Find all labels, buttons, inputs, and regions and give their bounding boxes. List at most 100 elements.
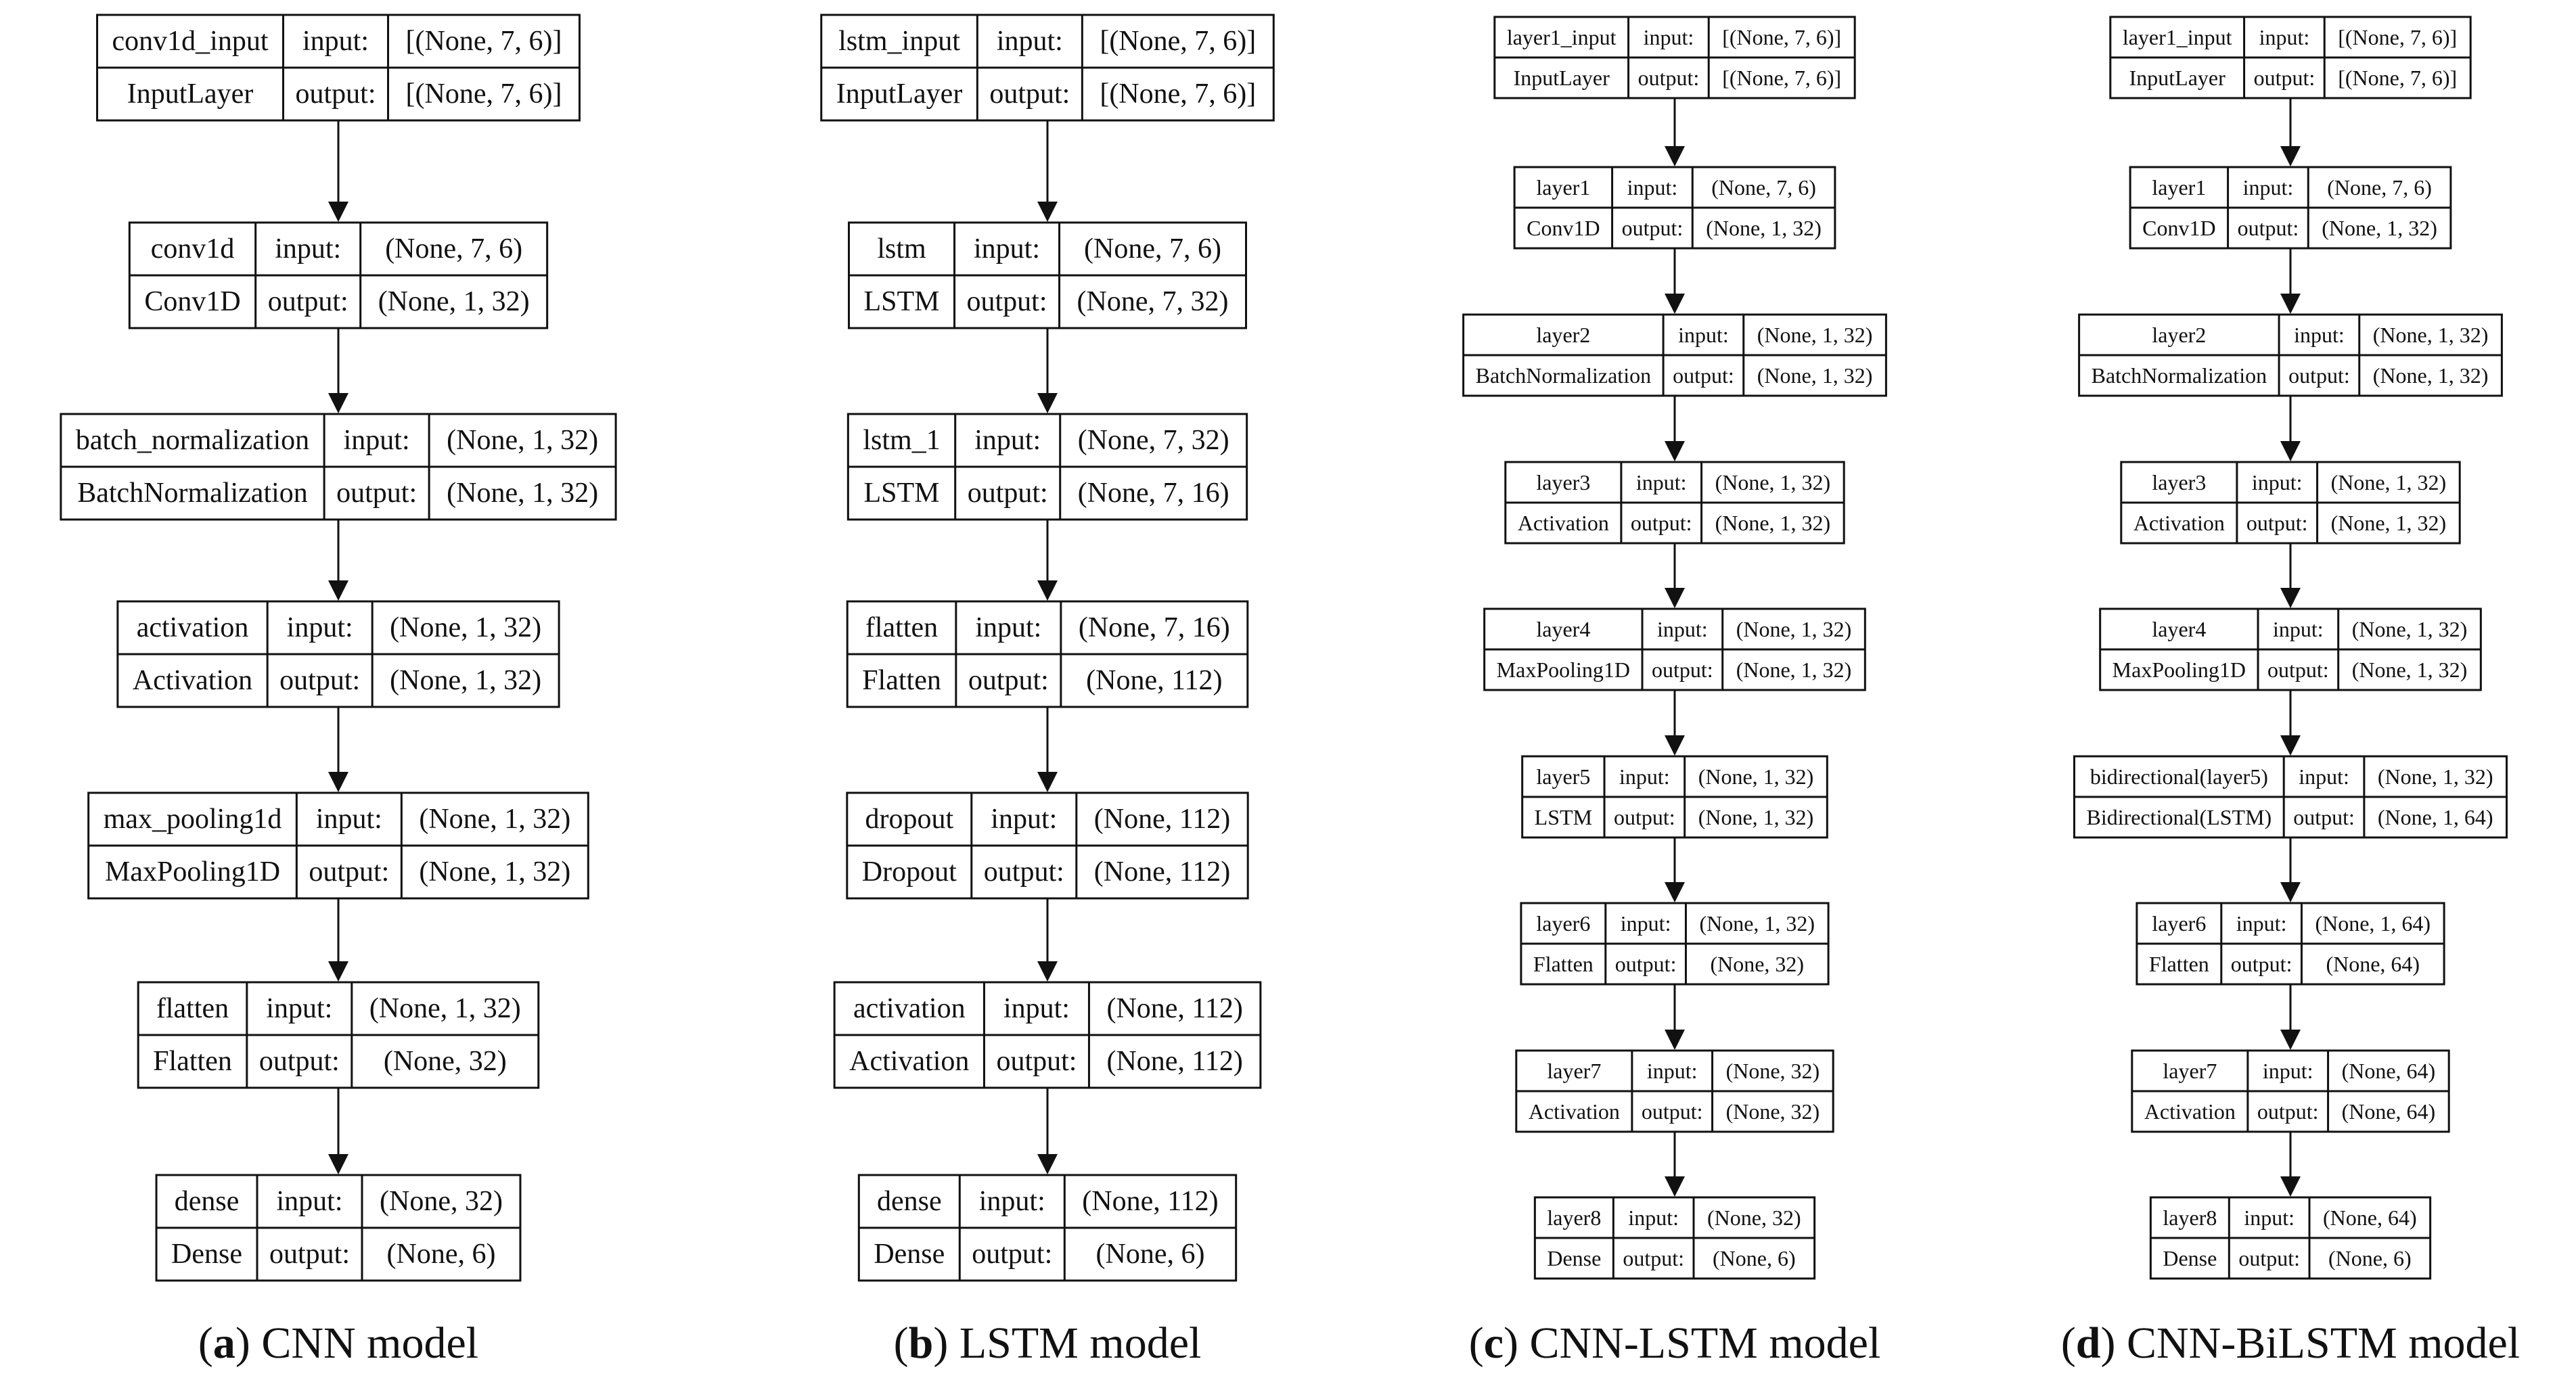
layer-node-conv1d-input: conv1d_inputInputLayerinput:output:[(Non… <box>96 14 581 122</box>
layer-node-lstm-input: lstm_inputInputLayerinput:output:[(None,… <box>820 14 1275 122</box>
output-shape: (None, 64) <box>2326 952 2420 976</box>
input-shape: (None, 32) <box>1707 1205 1801 1230</box>
layer-type: Activation <box>1529 1099 1620 1124</box>
layer-type: MaxPooling1D <box>1497 658 1630 682</box>
output-shape: (None, 1, 32) <box>447 478 598 509</box>
layer-name: layer1 <box>1536 175 1590 200</box>
input-label: input: <box>1628 1205 1679 1230</box>
input-shape: (None, 112) <box>1106 993 1242 1024</box>
caption-letter: d <box>2076 1318 2101 1368</box>
layer-type: BatchNormalization <box>77 478 308 509</box>
output-shape: (None, 1, 32) <box>1736 658 1852 682</box>
layer-node-layer1-input: layer1_inputInputLayerinput:output:[(Non… <box>1493 16 1856 99</box>
layer-type: Activation <box>849 1046 969 1077</box>
output-label: output: <box>2288 363 2350 388</box>
input-label: input: <box>276 1186 342 1217</box>
input-shape: (None, 64) <box>2323 1205 2417 1230</box>
caption-text: CNN-LSTM model <box>1529 1318 1880 1368</box>
output-shape: (None, 1, 32) <box>2322 216 2437 240</box>
output-label: output: <box>984 856 1064 888</box>
layer-type: Dense <box>2163 1246 2217 1270</box>
output-label: output: <box>2267 658 2329 682</box>
layer-type: Activation <box>1518 511 1609 535</box>
layer-node-bidirectional-layer5: bidirectional(layer5)Bidirectional(LSTM)… <box>2073 755 2508 839</box>
output-shape: (None, 1, 64) <box>2378 805 2493 829</box>
layer-type: Dropout <box>862 856 957 888</box>
layer-name: layer7 <box>1547 1059 1601 1083</box>
layer-type: LSTM <box>864 286 940 317</box>
layer-type: BatchNormalization <box>2092 363 2267 388</box>
input-shape: (None, 64) <box>2342 1059 2436 1083</box>
input-shape: (None, 1, 32) <box>447 425 598 456</box>
layer-name: layer1_input <box>1507 25 1617 49</box>
input-label: input: <box>287 612 353 643</box>
panel-d: layer1_inputInputLayerinput:output:[(Non… <box>2061 16 2520 1368</box>
input-shape: (None, 1, 32) <box>1698 764 1814 789</box>
caption-text: LSTM model <box>959 1318 1202 1368</box>
input-shape: (None, 1, 32) <box>1699 911 1815 936</box>
output-label: output: <box>2257 1099 2319 1124</box>
output-label: output: <box>967 286 1047 317</box>
output-shape: (None, 6) <box>387 1239 496 1270</box>
input-shape: [(None, 7, 6)] <box>1100 26 1256 57</box>
output-shape: (None, 1, 32) <box>378 286 530 317</box>
output-label: output: <box>1638 66 1700 90</box>
output-label: output: <box>2238 216 2299 240</box>
output-label: output: <box>968 478 1048 509</box>
input-shape: [(None, 7, 6)] <box>406 26 562 57</box>
layer-name: dense <box>877 1186 942 1217</box>
layer-type: InputLayer <box>2129 66 2226 90</box>
input-shape: [(None, 7, 6)] <box>1722 25 1841 49</box>
panel-b: lstm_inputInputLayerinput:output:[(None,… <box>820 14 1275 1368</box>
input-shape: (None, 112) <box>1094 804 1230 835</box>
layer-type: InputLayer <box>1514 66 1610 90</box>
input-shape: (None, 32) <box>380 1186 503 1217</box>
input-label: input: <box>1619 764 1670 789</box>
output-shape: (None, 6) <box>1096 1239 1205 1270</box>
input-shape: (None, 7, 16) <box>1079 612 1230 643</box>
output-label: output: <box>968 665 1049 696</box>
caption-text: CNN model <box>261 1318 478 1368</box>
input-label: input: <box>1621 911 1671 936</box>
input-label: input: <box>1657 617 1708 641</box>
layer-type: Dense <box>874 1239 945 1270</box>
output-shape: (None, 1, 32) <box>2373 363 2489 388</box>
output-shape: (None, 6) <box>2328 1246 2412 1270</box>
layer-type: Conv1D <box>2142 216 2215 240</box>
layer-type: Conv1D <box>144 286 240 317</box>
input-label: input: <box>1636 470 1687 495</box>
layer-name: layer2 <box>1536 323 1590 347</box>
output-label: output: <box>296 78 376 110</box>
output-label: output: <box>1614 805 1675 829</box>
output-label: output: <box>269 1239 350 1270</box>
input-shape: (None, 1, 32) <box>2378 764 2493 789</box>
output-shape: (None, 7, 16) <box>1078 478 1229 509</box>
output-label: output: <box>268 286 348 317</box>
layer-type: Activation <box>2133 511 2225 535</box>
output-shape: (None, 1, 32) <box>2352 658 2468 682</box>
layer-node-layer1-input: layer1_inputInputLayerinput:output:[(Non… <box>2109 16 2472 99</box>
layer-type: Conv1D <box>1527 216 1600 240</box>
layer-name: layer3 <box>1536 470 1590 495</box>
input-label: input: <box>344 425 410 456</box>
output-label: output: <box>2238 1246 2300 1270</box>
input-label: input: <box>2299 764 2349 789</box>
panel-caption: (d) CNN-BiLSTM model <box>2061 1318 2520 1368</box>
input-shape: (None, 1, 32) <box>1736 617 1852 641</box>
layer-type: Flatten <box>862 665 941 696</box>
input-label: input: <box>2252 470 2303 495</box>
output-label: output: <box>2246 511 2308 535</box>
